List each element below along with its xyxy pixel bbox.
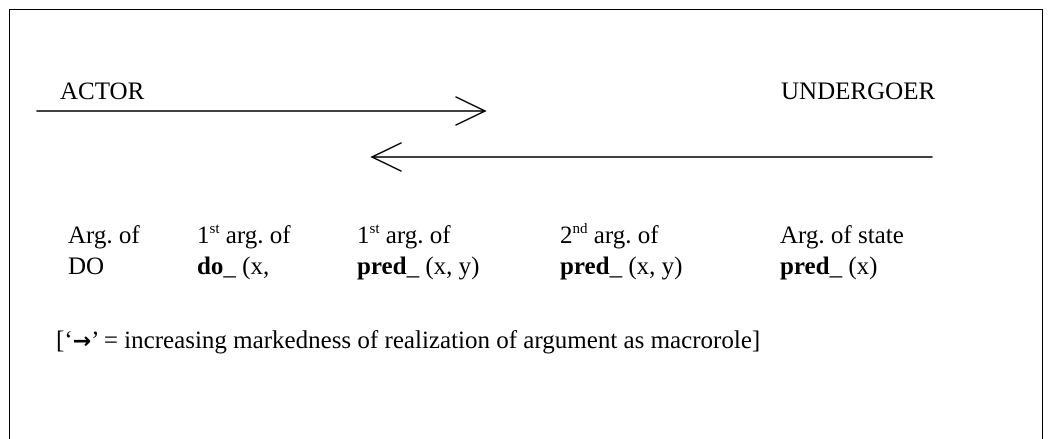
- right-arrow-icon: →: [72, 329, 92, 354]
- ordinal-suffix: nd: [572, 221, 588, 237]
- predicate-name: do: [197, 253, 224, 280]
- actor-label: ACTOR: [60, 78, 145, 105]
- column-line-1: Arg. of: [68, 222, 140, 249]
- column-line-1-text: arg. of: [379, 222, 451, 249]
- column-line-2: DO: [68, 253, 105, 280]
- predicate-args: _ (x, y): [609, 253, 683, 280]
- predicate-args: _ (x,: [223, 253, 270, 280]
- predicate-name: pred: [560, 253, 610, 280]
- diagram-frame: [9, 9, 1043, 439]
- ordinal-number: 1: [357, 222, 370, 249]
- macrorole-arrows: [36, 96, 933, 172]
- legend-open: [‘: [56, 327, 73, 354]
- column-line-2: pred_ (x): [780, 251, 904, 282]
- column-first-arg-of-do: 1st arg. of do_ (x,: [197, 220, 291, 282]
- column-line-2: pred_ (x, y): [357, 251, 479, 282]
- column-arg-of-state: Arg. of state pred_ (x): [780, 220, 904, 282]
- column-line-1: 2nd arg. of: [560, 220, 682, 251]
- undergoer-arrow: [370, 142, 933, 172]
- column-line-1-text: arg. of: [587, 222, 659, 249]
- actor-arrow-head: [455, 96, 487, 126]
- predicate-name: pred: [357, 253, 407, 280]
- column-line-2: do_ (x,: [197, 251, 291, 282]
- ordinal-number: 1: [197, 222, 210, 249]
- column-line-1-text: arg. of: [219, 222, 291, 249]
- legend-note: [‘→’ = increasing markedness of realizat…: [56, 326, 760, 357]
- predicate-name: pred: [780, 253, 830, 280]
- column-line-1: Arg. of state: [780, 222, 904, 249]
- column-arg-of-do: Arg. of DO: [68, 220, 140, 282]
- column-line-2: pred_ (x, y): [560, 251, 682, 282]
- undergoer-arrow-head: [370, 142, 402, 172]
- ordinal-number: 2: [560, 222, 573, 249]
- actor-arrow: [36, 96, 487, 126]
- column-line-1: 1st arg. of: [357, 220, 479, 251]
- column-first-arg-of-pred: 1st arg. of pred_ (x, y): [357, 220, 479, 282]
- predicate-args: _ (x): [829, 253, 878, 280]
- predicate-args: _ (x, y): [406, 253, 480, 280]
- ordinal-suffix: st: [209, 221, 220, 237]
- undergoer-label: UNDERGOER: [781, 78, 936, 105]
- legend-text: ’ = increasing markedness of realization…: [91, 327, 761, 354]
- column-line-1: 1st arg. of: [197, 220, 291, 251]
- column-second-arg-of-pred: 2nd arg. of pred_ (x, y): [560, 220, 682, 282]
- ordinal-suffix: st: [369, 221, 380, 237]
